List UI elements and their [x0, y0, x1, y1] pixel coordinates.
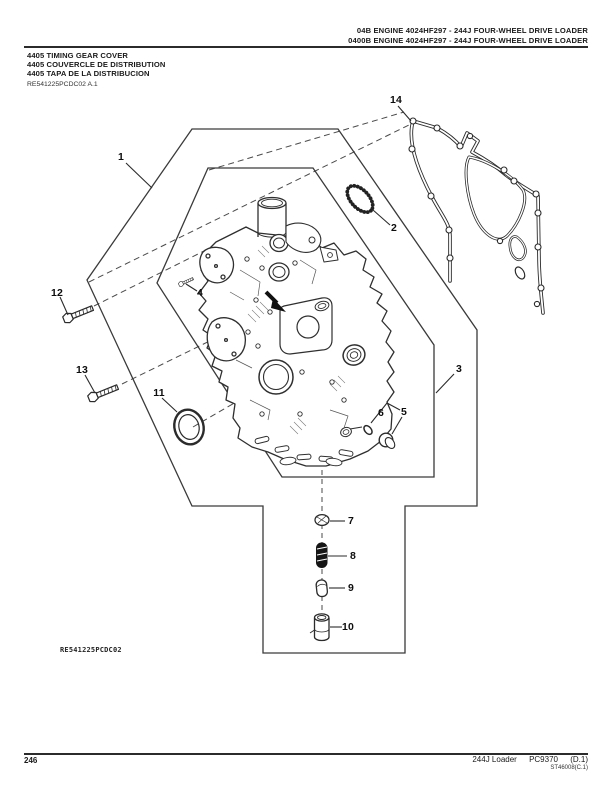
inner-cover-outline [156, 167, 435, 478]
header-line-1: 04B ENGINE 4024HF297 - 244J FOUR-WHEEL D… [356, 26, 588, 35]
callout-14: 14 [389, 94, 403, 106]
callout-2: 2 [390, 222, 398, 234]
header-line-2: 0400B ENGINE 4024HF297 - 244J FOUR-WHEEL… [348, 35, 588, 45]
footer-model: 244J Loader [472, 755, 517, 764]
callout-3: 3 [455, 363, 463, 375]
footer-revision: (D.1) [570, 755, 588, 764]
callout-13: 13 [75, 364, 89, 376]
callout-6: 6 [377, 407, 385, 419]
callout-9: 9 [347, 582, 355, 594]
part-gasket-14 [408, 117, 545, 315]
hatch-shading [247, 245, 346, 435]
callout-4: 4 [196, 287, 204, 299]
alignment-arrow [264, 290, 286, 312]
part-timing-gear-cover [198, 196, 395, 467]
gasket-bolt-holes [408, 117, 545, 308]
footer-doc-code: ST46008(C.1) [550, 765, 588, 771]
callout-8: 8 [349, 550, 357, 562]
part-plug-9 [315, 579, 329, 598]
part-dowel-10 [309, 613, 330, 642]
outer-cover-outline [86, 128, 478, 654]
title-spanish: 4405 TAPA DE LA DISTRIBUCION [27, 68, 150, 78]
part-seal-gasket-2 [345, 183, 375, 215]
page-number: 246 [24, 756, 38, 765]
figure-code: RE541225PCDC02 A.1 [27, 81, 98, 88]
part-oil-seal-11 [173, 408, 205, 446]
part-oring-6 [349, 424, 373, 436]
leader-lines [59, 105, 455, 628]
header-rule [24, 46, 588, 48]
callout-7: 7 [347, 515, 355, 527]
part-screw-4 [177, 276, 195, 288]
part-ball-7 [314, 513, 330, 527]
part-bolt-12 [61, 302, 96, 325]
callout-10: 10 [341, 621, 355, 633]
part-plug-5 [378, 432, 396, 449]
figure-label: RE541225PCDC02 [60, 646, 122, 654]
title-english: 4405 TIMING GEAR COVER [27, 51, 128, 60]
footer-right: 244J Loader PC9370 (D.1) ST46008(C.1) [472, 756, 588, 772]
part-bolt-13 [86, 381, 121, 404]
callout-12: 12 [50, 287, 64, 299]
part-spring-8 [316, 542, 328, 568]
title-french: 4405 COUVERCLE DE DISTRIBUTION [27, 59, 166, 69]
callout-11: 11 [153, 387, 165, 399]
section-titles: 4405 TIMING GEAR COVER 4405 COUVERCLE DE… [27, 51, 166, 78]
callout-1: 1 [117, 151, 125, 163]
callout-5: 5 [400, 406, 408, 418]
footer-rule [24, 753, 588, 755]
header-section-path: 04B ENGINE 4024HF297 - 244J FOUR-WHEEL D… [348, 26, 588, 45]
footer-catalog: PC9370 [529, 755, 558, 764]
